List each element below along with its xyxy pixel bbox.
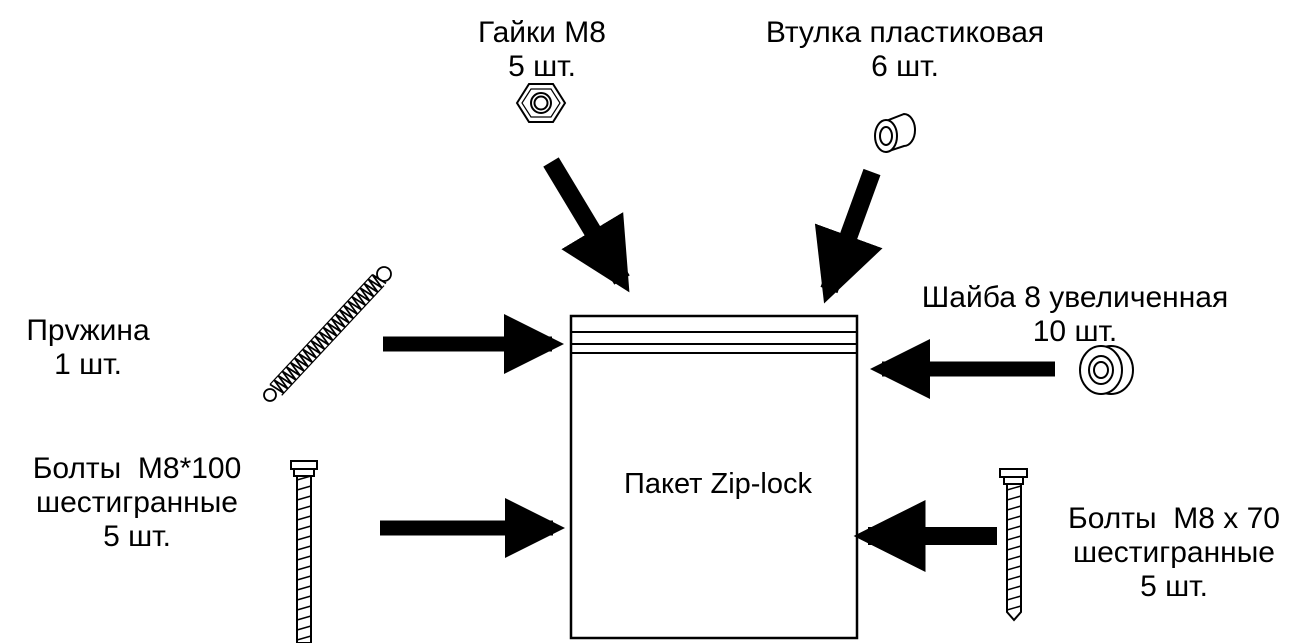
bushing-qty: 6 шт. xyxy=(871,50,939,83)
label-bushing: Втулка пластиковая 6 шт. xyxy=(740,16,1070,84)
label-nuts: Гайки М8 5 шт. xyxy=(452,16,632,84)
bushing-icon xyxy=(874,112,916,153)
label-spring: Прvжина 1 шт. xyxy=(8,314,168,382)
bolts100-qty: 5 шт. xyxy=(103,520,171,553)
arrows xyxy=(380,157,1055,572)
arrow-nuts xyxy=(543,157,630,293)
label-bolts100: Болты М8*100 шестигранные 5 шт. xyxy=(4,452,270,554)
bag-label: Пакет Zip-lock xyxy=(624,468,813,500)
bolts100-type: шестигранные xyxy=(36,486,238,519)
washer-name: Шайба 8 увеличенная xyxy=(921,281,1229,314)
spring-icon xyxy=(263,266,392,402)
spring-name: Прvжина xyxy=(26,314,150,347)
bolts70-qty: 5 шт. xyxy=(1140,570,1208,603)
nuts-name: Гайки М8 xyxy=(478,16,606,49)
label-washer: Шайба 8 увеличенная 10 шт. xyxy=(890,281,1260,349)
bolts100-name: Болты М8*100 xyxy=(32,452,242,485)
bolt-m8x70-icon xyxy=(999,468,1028,622)
arrow-bushing xyxy=(814,168,883,304)
nuts-qty: 5 шт. xyxy=(508,50,576,83)
spring-qty: 1 шт. xyxy=(54,348,122,381)
washer-icon xyxy=(1079,345,1134,395)
hex-nut-icon xyxy=(515,83,567,123)
bolts70-type: шестигранные xyxy=(1073,536,1275,569)
washer-qty: 10 шт. xyxy=(1032,315,1118,348)
label-bolts70: Болты М8 х 70 шестигранные 5 шт. xyxy=(1046,502,1302,604)
bushing-name: Втулка пластиковая xyxy=(765,16,1045,49)
zip-lock-bag: Пакет Zip-lock xyxy=(569,314,859,640)
bolts70-name: Болты М8 х 70 xyxy=(1068,502,1280,535)
bolt-m8x100-icon xyxy=(290,460,318,643)
